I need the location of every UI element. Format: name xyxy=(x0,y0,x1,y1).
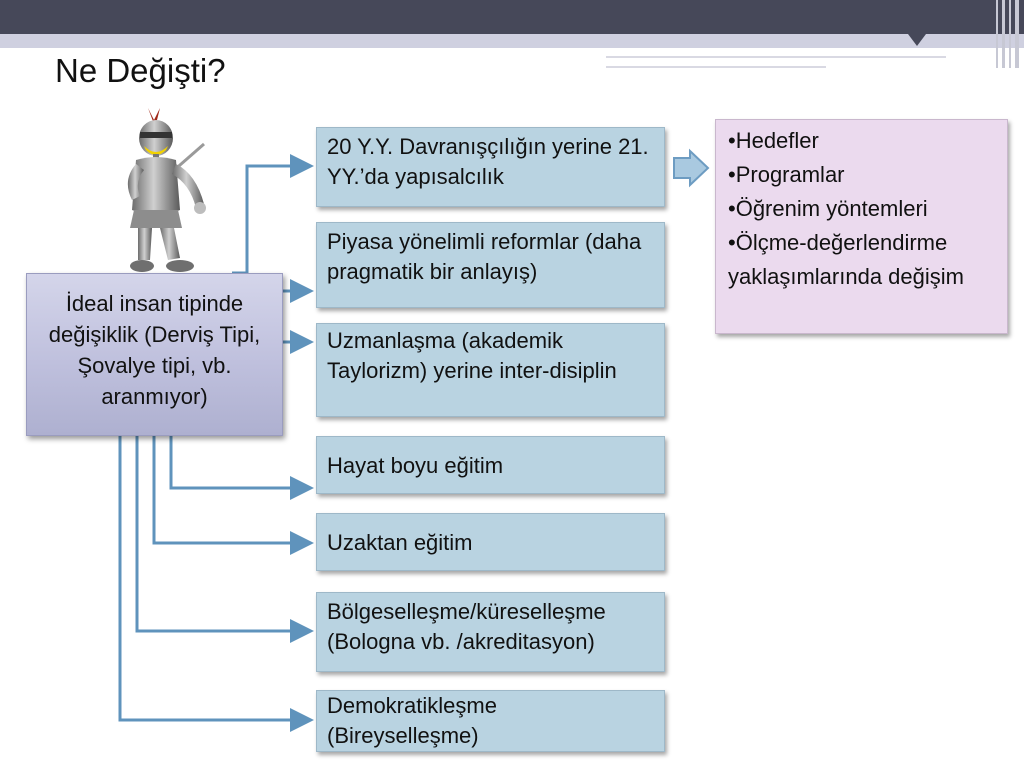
connector-1 xyxy=(232,154,314,275)
header-band xyxy=(0,34,1024,48)
ideal-person-box: İdeal insan tipinde değişiklik (Derviş T… xyxy=(26,273,283,436)
ideal-person-text: İdeal insan tipinde değişiklik (Derviş T… xyxy=(48,291,261,409)
result-box: Hedefler Programlar Öğrenim yöntemleri Ö… xyxy=(715,119,1008,334)
result-item: Ölçme-değerlendirme yaklaşımlarında deği… xyxy=(728,226,999,294)
change-box-6: Bölgeselleşme/küreselleşme (Bologna vb. … xyxy=(316,592,665,672)
change-box-3: Uzmanlaşma (akademik Taylorizm) yerine i… xyxy=(316,323,665,417)
change-text: Uzmanlaşma (akademik Taylorizm) yerine i… xyxy=(327,328,617,383)
page-title: Ne Değişti? xyxy=(55,52,226,89)
change-text: Demokratikleşme (Bireyselleşme) xyxy=(327,693,497,748)
header-bar xyxy=(0,0,1024,34)
change-text: Hayat boyu eğitim xyxy=(327,453,504,478)
result-item: Hedefler xyxy=(728,124,999,158)
result-item: Öğrenim yöntemleri xyxy=(728,192,999,226)
knight-figure-icon xyxy=(127,108,206,272)
connector-7 xyxy=(118,436,314,732)
change-text: Piyasa yönelimli reformlar (daha pragmat… xyxy=(327,229,642,284)
header-rule xyxy=(606,66,826,68)
change-box-2: Piyasa yönelimli reformlar (daha pragmat… xyxy=(316,222,665,308)
connector-4 xyxy=(169,436,314,500)
header-stripes xyxy=(994,0,1024,68)
change-text: Bölgeselleşme/küreselleşme (Bologna vb. … xyxy=(327,599,606,654)
connector-6 xyxy=(135,436,314,643)
change-text: Uzaktan eğitim xyxy=(327,530,473,555)
block-arrow-right-icon xyxy=(673,148,710,188)
change-text: 20 Y.Y. Davranışçılığın yerine 21. YY.’d… xyxy=(327,134,649,189)
change-box-7: Demokratikleşme (Bireyselleşme) xyxy=(316,690,665,752)
connector-5 xyxy=(152,436,314,555)
change-box-4: Hayat boyu eğitim xyxy=(316,436,665,494)
change-box-5: Uzaktan eğitim xyxy=(316,513,665,571)
result-list: Hedefler Programlar Öğrenim yöntemleri Ö… xyxy=(728,124,999,294)
result-item: Programlar xyxy=(728,158,999,192)
header-rule xyxy=(606,56,946,58)
change-box-1: 20 Y.Y. Davranışçılığın yerine 21. YY.’d… xyxy=(316,127,665,207)
header-notch xyxy=(908,34,926,46)
